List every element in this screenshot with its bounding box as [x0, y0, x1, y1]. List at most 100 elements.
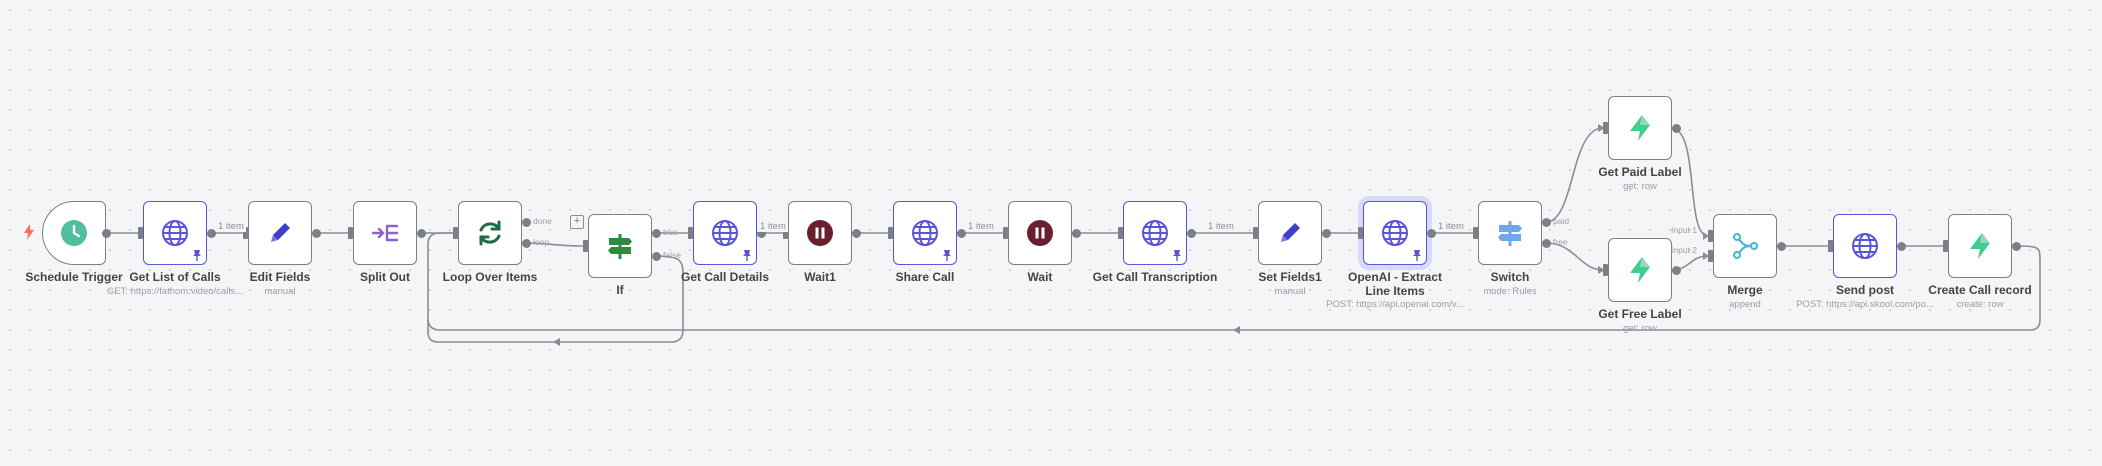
node-subtitle: get: row	[1623, 323, 1657, 334]
input-handle[interactable]	[453, 227, 458, 239]
input-handle[interactable]	[1828, 240, 1833, 252]
node-subtitle: create: row	[1956, 299, 2004, 310]
input-handle[interactable]	[1253, 227, 1258, 239]
node-label: Get List of Calls	[129, 270, 221, 284]
node-send-post[interactable]	[1833, 214, 1897, 278]
input-handle[interactable]	[243, 227, 248, 239]
node-get-free-label[interactable]	[1608, 238, 1672, 302]
connection-loop-to-if	[525, 242, 584, 247]
edge-item-count: 1 item	[216, 221, 246, 232]
output-handle[interactable]	[1321, 228, 1331, 238]
output-label-loop: loop	[533, 237, 550, 247]
input-handle-1[interactable]	[1708, 230, 1713, 242]
output-handle[interactable]	[521, 238, 531, 248]
supabase-bolt-icon	[1625, 255, 1655, 285]
node-label: Wait1	[804, 270, 836, 284]
node-openai-extract[interactable]	[1363, 201, 1427, 265]
output-handle[interactable]	[756, 228, 766, 238]
pause-icon	[1026, 219, 1054, 247]
node-label: Create Call record	[1928, 283, 2032, 297]
globe-icon	[1850, 231, 1880, 261]
connection-switch-paid	[1545, 127, 1604, 223]
input-handle[interactable]	[1003, 227, 1008, 239]
output-handle[interactable]	[651, 251, 661, 261]
node-label: Set Fields1	[1258, 270, 1322, 284]
pencil-icon	[1275, 218, 1305, 248]
clock-icon	[59, 218, 89, 248]
output-label-paid: paid	[1553, 216, 1570, 226]
output-handle[interactable]	[1186, 228, 1196, 238]
output-handle[interactable]	[416, 228, 426, 238]
supabase-bolt-icon	[1625, 113, 1655, 143]
output-handle[interactable]	[1671, 123, 1681, 133]
input-handle[interactable]	[348, 227, 353, 239]
node-merge[interactable]	[1713, 214, 1777, 278]
add-node-button[interactable]: +	[570, 215, 584, 229]
pause-icon	[806, 219, 834, 247]
input-handle[interactable]	[1473, 227, 1478, 239]
input-handle[interactable]	[1943, 240, 1948, 252]
node-label: Split Out	[360, 270, 410, 284]
output-handle[interactable]	[2011, 241, 2021, 251]
input-handle[interactable]	[783, 227, 788, 239]
input-handle[interactable]	[138, 227, 143, 239]
output-handle[interactable]	[311, 228, 321, 238]
node-label: Wait	[1027, 270, 1053, 284]
node-schedule-trigger[interactable]	[42, 201, 106, 265]
node-set-fields1[interactable]	[1258, 201, 1322, 265]
node-get-call-details[interactable]	[693, 201, 757, 265]
node-switch[interactable]	[1478, 201, 1542, 265]
split-out-icon	[370, 218, 400, 248]
edge-item-count: 1 item	[1206, 221, 1236, 232]
output-handle[interactable]	[101, 228, 111, 238]
node-wait[interactable]	[1008, 201, 1072, 265]
output-handle[interactable]	[1896, 241, 1906, 251]
output-handle[interactable]	[956, 228, 966, 238]
supabase-bolt-icon	[1965, 231, 1995, 261]
input-handle[interactable]	[1358, 227, 1363, 239]
output-handle[interactable]	[1071, 228, 1081, 238]
input-handle[interactable]	[688, 227, 693, 239]
output-label-true: true	[663, 227, 678, 237]
globe-icon	[910, 218, 940, 248]
pin-icon	[743, 250, 751, 261]
node-label: Get Paid Label	[1598, 165, 1682, 179]
input-handle[interactable]	[1603, 122, 1608, 134]
node-get-paid-label[interactable]	[1608, 96, 1672, 160]
node-wait1[interactable]	[788, 201, 852, 265]
output-handle[interactable]	[1776, 241, 1786, 251]
switch-signpost-icon	[1495, 218, 1525, 248]
input-handle-2[interactable]	[1708, 250, 1713, 262]
output-handle[interactable]	[1426, 228, 1436, 238]
globe-icon	[1140, 218, 1170, 248]
node-get-list-of-calls[interactable]	[143, 201, 207, 265]
node-share-call[interactable]	[893, 201, 957, 265]
output-handle[interactable]	[521, 217, 531, 227]
output-handle[interactable]	[206, 228, 216, 238]
node-label: Switch	[1490, 270, 1530, 284]
output-handle[interactable]	[1541, 217, 1551, 227]
output-handle[interactable]	[851, 228, 861, 238]
node-edit-fields[interactable]	[248, 201, 312, 265]
output-handle[interactable]	[651, 228, 661, 238]
node-label: Schedule Trigger	[25, 270, 123, 284]
output-handle[interactable]	[1541, 238, 1551, 248]
edge-item-count: 1 item	[1436, 221, 1466, 232]
input-handle[interactable]	[888, 227, 893, 239]
node-split-out[interactable]	[353, 201, 417, 265]
output-label-false: false	[663, 250, 681, 260]
edge-item-count: 1 item	[758, 221, 788, 232]
input-handle[interactable]	[1118, 227, 1123, 239]
node-label: Merge	[1727, 283, 1763, 297]
node-if[interactable]	[588, 214, 652, 278]
node-loop-over-items[interactable]	[458, 201, 522, 265]
input-handle[interactable]	[583, 240, 588, 252]
node-create-call-record[interactable]	[1948, 214, 2012, 278]
output-handle[interactable]	[1671, 265, 1681, 275]
globe-icon	[1380, 218, 1410, 248]
node-label: Get Call Transcription	[1092, 270, 1218, 284]
input-handle[interactable]	[1603, 264, 1608, 276]
connection-switch-free	[1545, 242, 1604, 271]
node-get-call-transcription[interactable]	[1123, 201, 1187, 265]
